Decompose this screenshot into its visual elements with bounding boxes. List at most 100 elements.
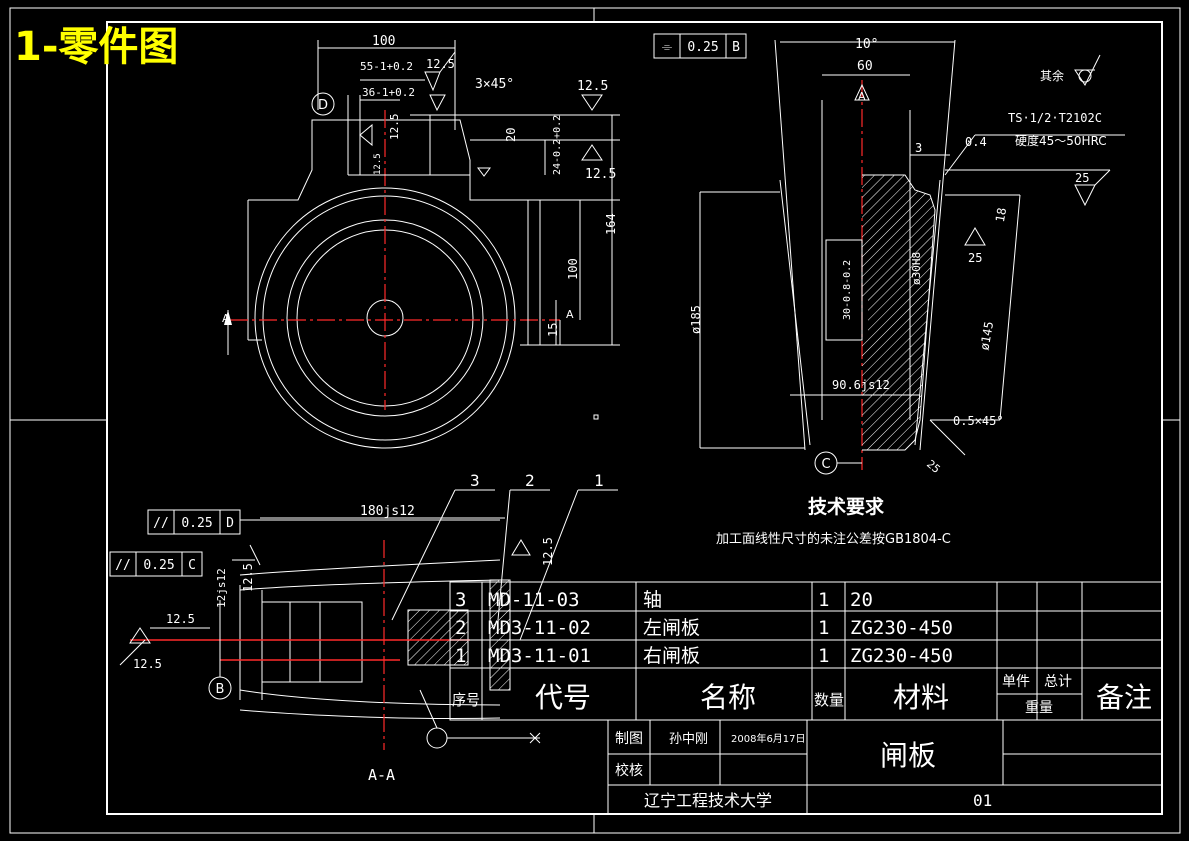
- bom-material: 20: [850, 589, 873, 611]
- surface-note-2: 硬度45～50HRC: [1015, 133, 1107, 148]
- bom-table: 3 MD-11-03 轴 1 20 2 MD3-11-02 左闸板 1 ZG23…: [449, 581, 1163, 721]
- bom-header-name: 名称: [700, 681, 756, 714]
- dim-55: 55-1+0.2: [360, 60, 413, 73]
- dim-rough-25-b: 25: [968, 251, 982, 265]
- bom-qty: 1: [818, 645, 829, 667]
- dim-rough-12-5-c: 12.5: [585, 167, 616, 182]
- bom-qty: 1: [818, 617, 829, 639]
- dim-18: 18: [993, 207, 1009, 224]
- dim-90-6: 90.6js12: [832, 378, 890, 392]
- dim-rough-12-5-f: 12.5: [541, 537, 555, 566]
- bom-code: MD3-11-02: [488, 617, 591, 639]
- drawn-label: 制图: [615, 731, 643, 747]
- drawing-number: 01: [973, 791, 992, 810]
- dim-12js12: 12js12: [215, 568, 228, 608]
- dim-30-tol: 30-0.8-0.2: [842, 260, 853, 320]
- bom-material: ZG230-450: [850, 617, 953, 639]
- other-rough-label: 其余: [1040, 68, 1064, 83]
- bom-name: 轴: [643, 589, 662, 611]
- balloon-3: 3: [470, 471, 480, 490]
- section-a-left: A: [222, 312, 230, 325]
- tol-datum-b: B: [732, 40, 740, 55]
- dim-3: 3: [915, 141, 922, 155]
- dim-0-4: 0.4: [965, 135, 987, 149]
- bom-header-qty: 数量: [814, 691, 844, 709]
- tol-symbol-b: ⌯: [662, 40, 673, 55]
- bom-no: 3: [455, 589, 466, 611]
- dim-36: 36-1+0.2: [362, 86, 415, 99]
- view-top-right: ⌯ 0.25 B: [653, 33, 1125, 476]
- tol-value-b: 0.25: [687, 40, 718, 55]
- title-block: 制图 孙中刚 2008年6月17日 校核 闸板 辽宁工程技术大学 01: [607, 719, 1163, 815]
- dim-rough-12-5-a: 12.5: [426, 57, 455, 71]
- surface-note-1: TS·1/2·T2102C: [1008, 111, 1102, 125]
- bom-row: 1 MD3-11-01 右闸板 1 ZG230-450: [455, 645, 953, 667]
- school-name: 辽宁工程技术大学: [644, 791, 772, 810]
- tol-datum-d: D: [226, 516, 234, 531]
- bom-header-total: 总计: [1044, 674, 1072, 690]
- bom-header-no: 序号: [452, 691, 480, 709]
- bom-name: 左闸板: [643, 617, 700, 639]
- dim-100-top: 100: [372, 34, 395, 49]
- dim-phi145: ø145: [977, 320, 996, 351]
- datum-b-label: B: [216, 682, 225, 697]
- dim-rough-12-5-b: 12.5: [577, 79, 608, 94]
- dim-24: 24-0.2+0.2: [552, 115, 563, 175]
- page-title: 1-零件图: [14, 24, 178, 70]
- dim-chamfer-0-5: 0.5×45°: [953, 414, 1004, 428]
- bom-no: 1: [455, 645, 466, 667]
- dim-rough-25-a: 25: [1075, 171, 1089, 185]
- tech-req-title: 技术要求: [808, 495, 885, 518]
- bom-code: MD3-11-01: [488, 645, 591, 667]
- datum-c-label: C: [821, 457, 830, 472]
- bom-header-single: 单件: [1002, 674, 1030, 690]
- bom-material: ZG230-450: [850, 645, 953, 667]
- dim-180js12: 180js12: [360, 504, 415, 519]
- bom-name: 右闸板: [643, 645, 700, 667]
- dim-phi30: ø30H8: [910, 252, 923, 285]
- tol-value-d: 0.25: [181, 516, 212, 531]
- tol-value-c: 0.25: [143, 558, 174, 573]
- dim-rough-12-5-e: 12.5: [373, 153, 383, 175]
- dim-60: 60: [857, 59, 873, 74]
- view-top-left: D A A 100 55-1+0.2 36-1+0.2 12.5 3×45° 1…: [222, 34, 620, 449]
- bom-header-weight: 重量: [1025, 700, 1053, 716]
- dim-rough-12-5-h: 12.5: [166, 612, 195, 626]
- tol-symbol-c: //: [115, 558, 131, 573]
- dim-100-vert: 100: [566, 258, 580, 280]
- tech-req-note: 加工面线性尺寸的未注公差按GB1804-C: [716, 531, 951, 547]
- outer-circle: [254, 187, 516, 449]
- dim-10deg: 10°: [855, 37, 878, 52]
- bom-qty: 1: [818, 589, 829, 611]
- dim-rough-12-5-i: 12.5: [133, 657, 162, 671]
- bom-no: 2: [455, 617, 466, 639]
- tol-datum-c: C: [188, 558, 196, 573]
- bom-code: MD-11-03: [488, 589, 580, 611]
- dim-15: 15: [546, 323, 560, 337]
- drawn-by: 孙中刚: [669, 732, 708, 747]
- bom-row: 2 MD3-11-02 左闸板 1 ZG230-450: [455, 617, 953, 639]
- dim-chamfer: 3×45°: [475, 77, 514, 92]
- section-a-right: A: [566, 308, 574, 321]
- dim-phi185: ø185: [689, 305, 703, 334]
- tol-symbol-d: //: [153, 516, 169, 531]
- section-label-aa: A-A: [368, 766, 395, 784]
- dim-rough-12-5-d: 12.5: [388, 114, 401, 141]
- bom-header-material: 材料: [893, 681, 949, 714]
- view-bottom-left: // 0.25 D // 0.25 C: [109, 471, 618, 784]
- section-a-top: A: [858, 90, 866, 103]
- dim-rough-25-c: 25: [924, 457, 943, 475]
- inner-frame: [106, 21, 1163, 815]
- dim-rough-12-5-g: 12.5: [241, 563, 255, 592]
- datum-d-label: D: [318, 98, 328, 113]
- bom-row: 3 MD-11-03 轴 1 20: [455, 589, 873, 611]
- dim-164: 164: [604, 213, 618, 235]
- bom-header-code: 代号: [535, 681, 591, 714]
- outer-frame: [9, 7, 1181, 834]
- drawn-date: 2008年6月17日: [731, 732, 806, 745]
- balloon-2: 2: [525, 471, 535, 490]
- check-label: 校核: [615, 762, 643, 779]
- balloon-1: 1: [594, 471, 604, 490]
- dim-20: 20: [504, 128, 518, 142]
